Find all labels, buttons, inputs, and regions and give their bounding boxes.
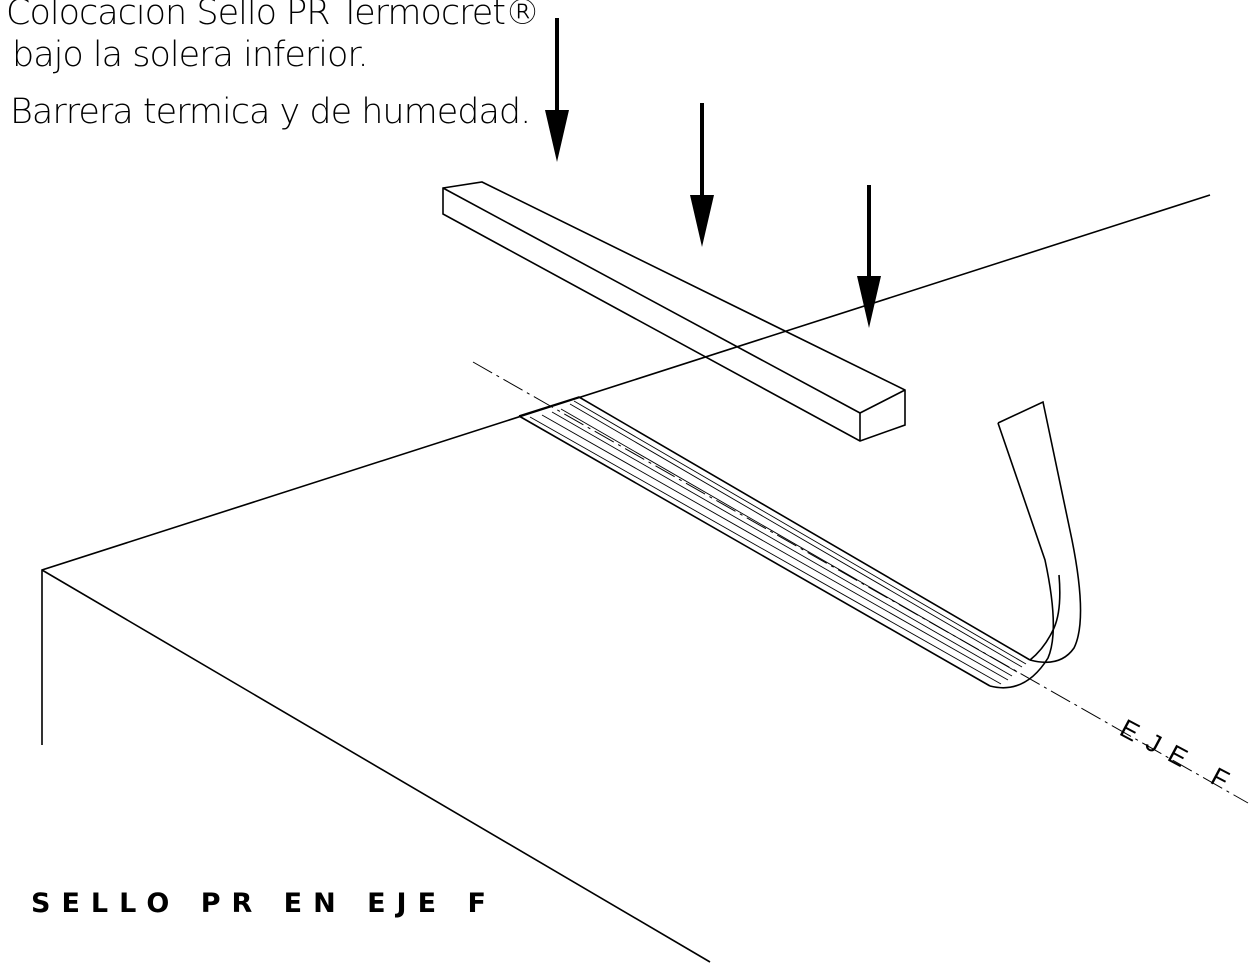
annotation-line-1: Colocacion Sello PR Termocret® [6,0,539,33]
annotation-line-2: bajo la solera inferior. [12,35,368,75]
slab-outline [41,194,1211,963]
axis-label-eje-f: EJE F [1115,713,1245,801]
sole-plate [442,181,906,442]
seal-strip [518,396,1082,689]
axis-line-eje-f [472,361,1249,804]
annotation-line-3: Barrera termica y de humedad. [10,92,530,132]
arrow-2 [690,103,714,247]
arrow-3 [857,185,881,328]
arrow-1 [545,18,569,162]
drawing-title: SELLO PR EN EJE F [31,888,497,919]
